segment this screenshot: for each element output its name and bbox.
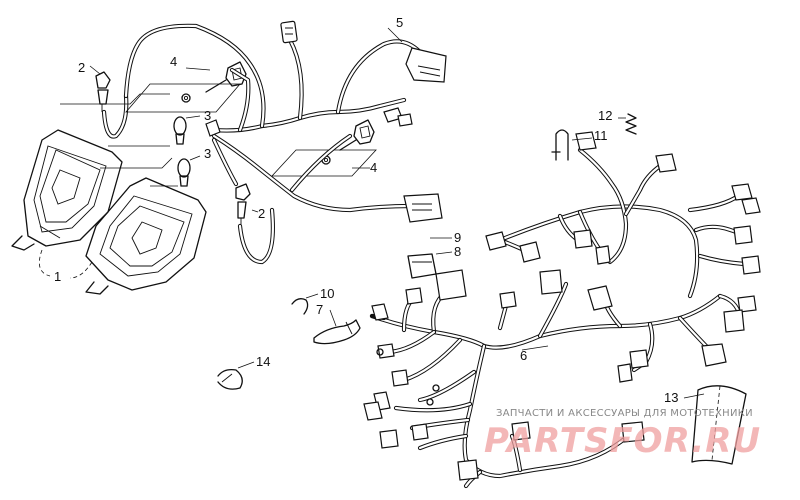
callout-label: 3	[204, 108, 211, 123]
clamp-part-14: 14	[217, 354, 270, 390]
watermark: ЗАПЧАСТИ И АКСЕССУАРЫ ДЛЯ МОТОТЕХНИКИ PA…	[484, 408, 761, 461]
headlight-lower	[85, 177, 207, 295]
watermark-logo: PARTSFOR.RU	[484, 421, 761, 461]
callout-label: 2	[78, 60, 85, 75]
bulb-lower: 3	[177, 146, 211, 187]
callout-label: 4	[370, 160, 377, 175]
sleeve-part-13: 13	[664, 385, 747, 465]
callout-label: 4	[170, 54, 177, 69]
callout-label: 3	[204, 146, 211, 161]
headlight-harness: 5	[123, 15, 447, 223]
clip-part-10: 10	[291, 286, 334, 315]
bulb-socket-lower: 2	[235, 183, 265, 226]
callout-label: 7	[316, 302, 323, 317]
callout-label: 14	[256, 354, 270, 369]
callout-label: 2	[258, 206, 265, 221]
main-harness: 6	[363, 131, 761, 489]
callout-label: 12	[598, 108, 612, 123]
adjuster-lower: 4	[271, 119, 377, 177]
callout-label: 11	[594, 128, 608, 143]
u-clip-part-11: 11	[551, 128, 608, 161]
callout-label: 13	[664, 390, 678, 405]
watermark-caption: ЗАПЧАСТИ И АКСЕССУАРЫ ДЛЯ МОТОТЕХНИКИ	[496, 408, 753, 419]
boot-part-7: 7	[313, 302, 361, 345]
adjuster-upper: 4	[125, 54, 247, 113]
callout-label: 1	[54, 269, 61, 284]
bulb-upper: 3	[173, 108, 211, 145]
callout-label: 8	[454, 244, 461, 259]
connector-cover-8-9: 9 8	[407, 230, 461, 279]
callout-label: 5	[396, 15, 403, 30]
headlight-upper	[11, 129, 123, 251]
callout-1: 1	[38, 249, 93, 284]
bulb-socket-upper: 2	[78, 60, 111, 112]
callout-label: 10	[320, 286, 334, 301]
spring-part-12: 12	[598, 108, 637, 135]
callout-label: 9	[454, 230, 461, 245]
callout-label: 6	[520, 348, 527, 363]
